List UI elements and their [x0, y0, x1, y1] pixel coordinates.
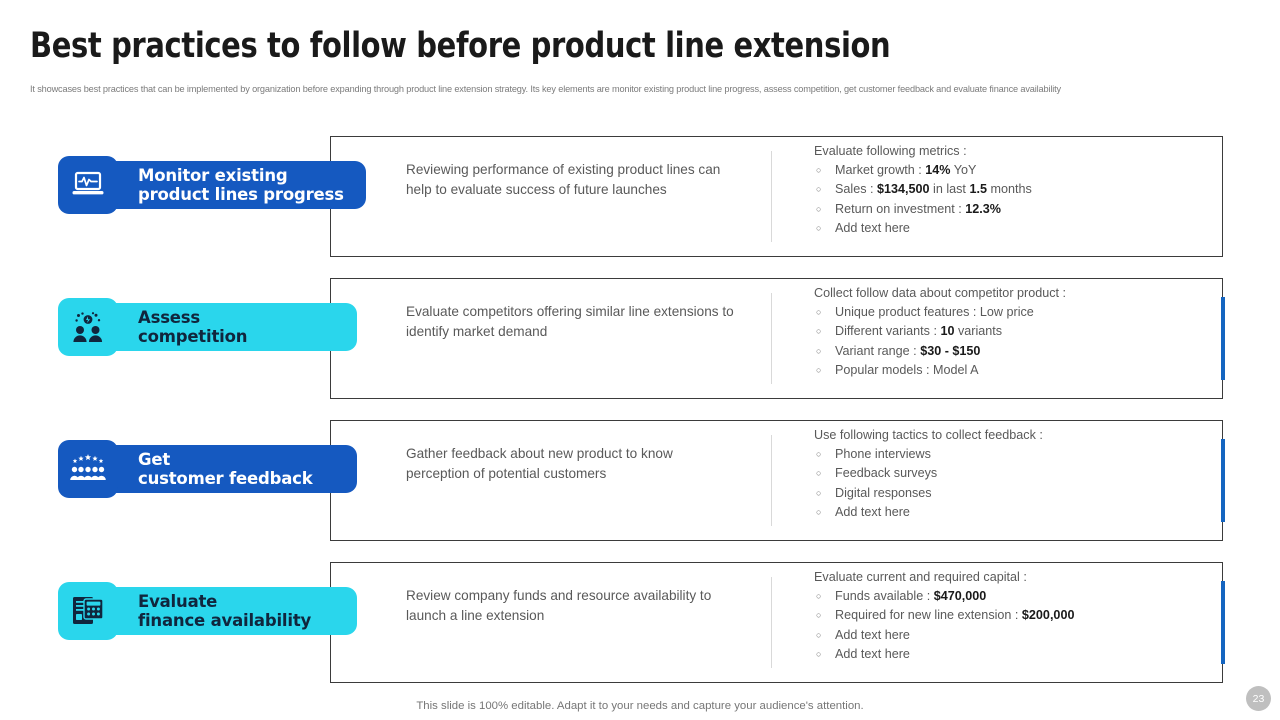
badge-line-1: Monitor existing	[138, 166, 288, 185]
column-divider	[771, 435, 772, 526]
badge-line-1: Get	[138, 450, 171, 469]
detail-item: Different variants : 10 variants	[814, 322, 1214, 342]
detail-list: Phone interviewsFeedback surveysDigital …	[814, 445, 1214, 522]
column-divider	[771, 577, 772, 668]
row-detail-block: Evaluate current and required capital : F…	[814, 568, 1214, 664]
row-accent-bar	[1221, 581, 1225, 664]
detail-item: Sales : $134,500 in last 1.5 months	[814, 180, 1214, 200]
detail-item: Required for new line extension : $200,0…	[814, 606, 1214, 626]
detail-item: Funds available : $470,000	[814, 587, 1214, 607]
detail-heading: Evaluate current and required capital :	[814, 570, 1027, 584]
detail-list: Funds available : $470,000Required for n…	[814, 587, 1214, 664]
stars-people-feedback-icon	[58, 440, 118, 498]
detail-heading: Use following tactics to collect feedbac…	[814, 428, 1043, 442]
badge-line-1: Evaluate	[138, 592, 218, 611]
column-divider	[771, 151, 772, 242]
documents-calculator-icon	[58, 582, 118, 640]
detail-heading: Collect follow data about competitor pro…	[814, 286, 1067, 300]
badge-line-2: customer feedback	[138, 469, 313, 488]
detail-item: Variant range : $30 - $150	[814, 342, 1214, 362]
column-divider	[771, 293, 772, 384]
people-competition-icon	[58, 298, 118, 356]
page-subtitle: It showcases best practices that can be …	[30, 84, 1061, 94]
detail-item: Return on investment : 12.3%	[814, 200, 1214, 220]
detail-item: Add text here	[814, 645, 1214, 665]
row-description: Evaluate competitors offering similar li…	[406, 304, 734, 339]
badge-line-1: Assess	[138, 308, 201, 327]
detail-list: Market growth : 14% YoYSales : $134,500 …	[814, 161, 1214, 238]
page-title: Best practices to follow before product …	[30, 26, 891, 66]
row-accent-bar	[1221, 297, 1225, 380]
row-detail-block: Use following tactics to collect feedbac…	[814, 426, 1214, 522]
detail-item: Add text here	[814, 219, 1214, 239]
row-description: Reviewing performance of existing produc…	[406, 162, 721, 197]
detail-item: Feedback surveys	[814, 464, 1214, 484]
detail-item: Digital responses	[814, 484, 1214, 504]
row-accent-bar	[1221, 439, 1225, 522]
detail-item: Unique product features : Low price	[814, 303, 1214, 323]
detail-item: Phone interviews	[814, 445, 1214, 465]
row-description: Review company funds and resource availa…	[406, 588, 712, 623]
detail-item: Popular models : Model A	[814, 361, 1214, 381]
detail-item: Add text here	[814, 503, 1214, 523]
badge-line-2: finance availability	[138, 611, 312, 630]
detail-heading: Evaluate following metrics :	[814, 144, 967, 158]
badge-line-2: product lines progress	[138, 185, 344, 204]
page-number-badge: 23	[1246, 686, 1271, 711]
detail-list: Unique product features : Low priceDiffe…	[814, 303, 1214, 380]
row-description: Gather feedback about new product to kno…	[406, 446, 673, 481]
detail-item: Market growth : 14% YoY	[814, 161, 1214, 181]
badge-line-2: competition	[138, 327, 248, 346]
footer-note: This slide is 100% editable. Adapt it to…	[416, 700, 864, 712]
row-detail-block: Evaluate following metrics : Market growt…	[814, 142, 1214, 238]
row-detail-block: Collect follow data about competitor pro…	[814, 284, 1214, 380]
laptop-pulse-icon	[58, 156, 118, 214]
detail-item: Add text here	[814, 626, 1214, 646]
